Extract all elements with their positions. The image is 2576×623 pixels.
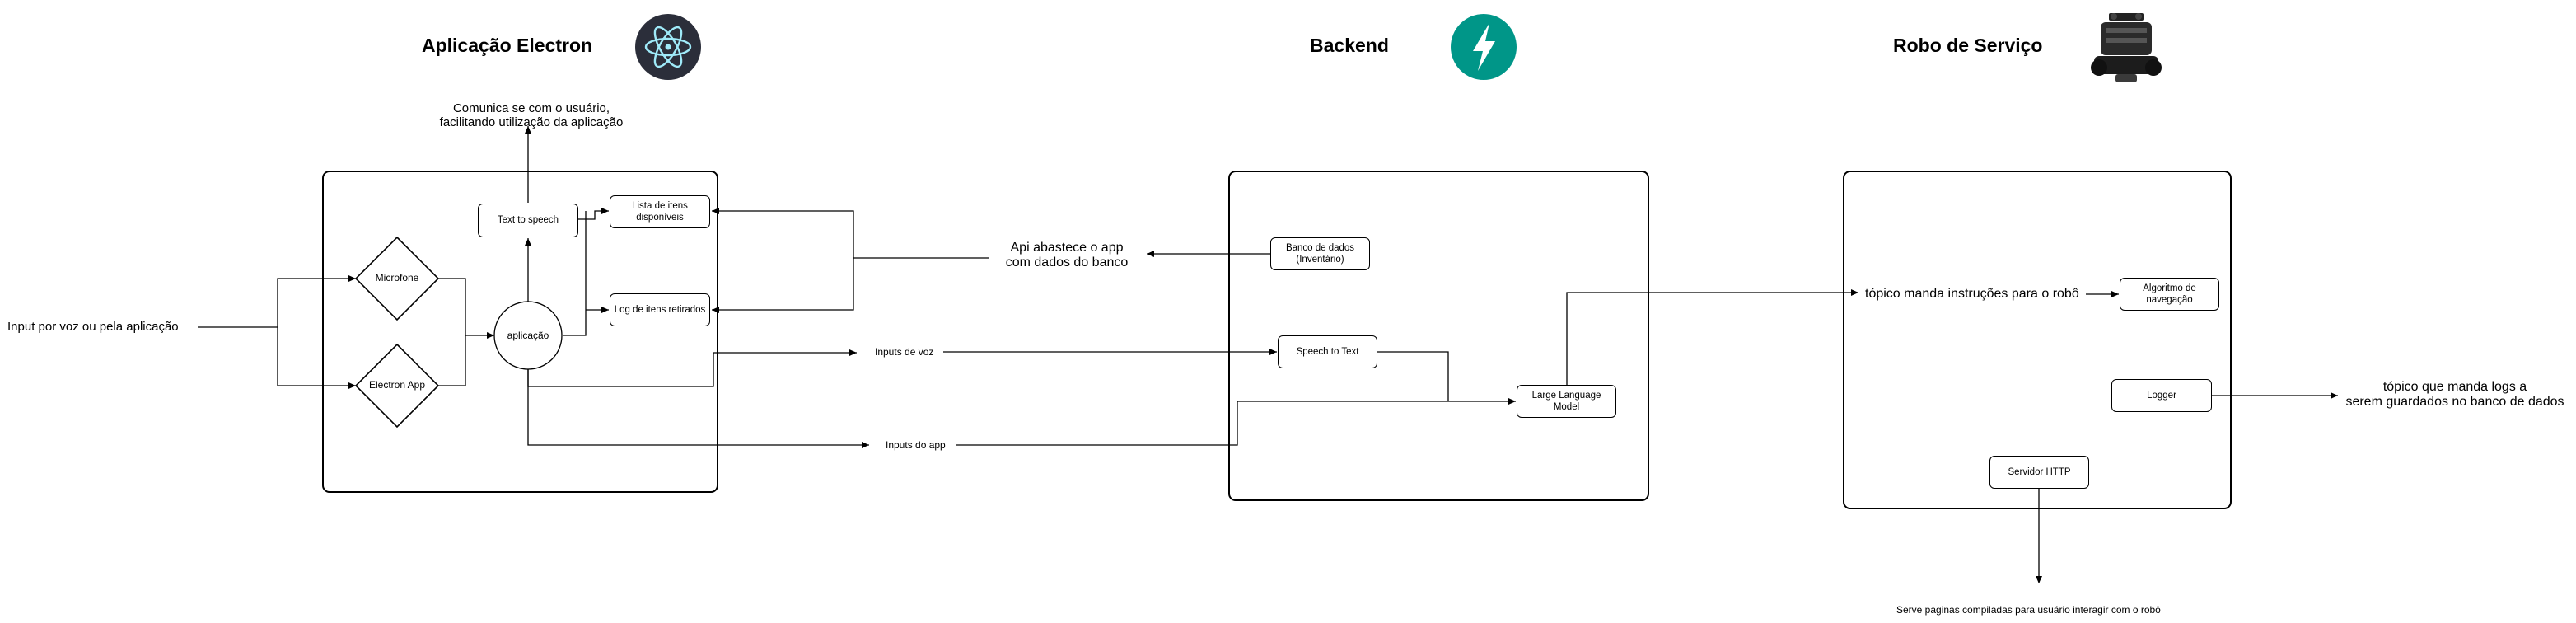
connector-input-split — [198, 275, 356, 328]
lista-itens-box: Lista de itens disponíveis — [610, 195, 710, 228]
microfone-label: Microfone — [375, 272, 419, 283]
llm-line2: Model — [1553, 402, 1580, 412]
lightning-bolt-icon — [1451, 14, 1517, 80]
connector-tts-lista — [578, 208, 609, 220]
servidor-http-box: Servidor HTTP — [1989, 456, 2089, 489]
connector-api-lista — [712, 208, 854, 258]
backend-section-title: Backend — [1310, 35, 1389, 56]
robot-section-container — [1843, 171, 2232, 509]
api-note-line1: Api abastece o app — [1010, 241, 1124, 255]
microfone-diamond — [354, 236, 440, 321]
speech-to-text-label: Speech to Text — [1296, 346, 1359, 357]
tts-user-note-line2: facilitando utilização da aplicação — [439, 115, 624, 129]
electron-app-diamond — [354, 343, 440, 429]
banco-dados-line2: (Inventário) — [1296, 255, 1344, 265]
banco-dados-label: Banco de dados (Inventário) — [1286, 242, 1354, 266]
connector-electronapp-aplicacao — [438, 335, 466, 386]
text-to-speech-label: Text to speech — [497, 215, 559, 226]
algoritmo-navegacao-box: Algoritmo de navegação — [2120, 278, 2219, 311]
llm-line1: Large Language — [1531, 390, 1601, 400]
tts-user-note: Comunica se com o usuário, facilitando u… — [428, 101, 634, 129]
connector-mic-aplicacao — [438, 278, 494, 339]
backend-section-container — [1228, 171, 1649, 501]
electron-section-container — [322, 171, 718, 493]
robot-icon — [2091, 13, 2162, 82]
electron-app-label: Electron App — [368, 379, 426, 391]
aplicacao-circle — [493, 301, 563, 370]
connector-app-llm — [956, 398, 1516, 446]
speech-to-text-box: Speech to Text — [1278, 335, 1377, 368]
connectors — [198, 126, 2338, 583]
lista-itens-line1: Lista de itens — [632, 200, 688, 211]
tts-user-note-line1: Comunica se com o usuário, — [452, 101, 610, 115]
log-itens-label: Log de itens retirados — [614, 304, 706, 315]
topico-logs-note-line2: serem guardados no banco de dados — [2345, 395, 2564, 409]
topico-logs-note: tópico que manda logs a serem guardados … — [2340, 380, 2570, 410]
logger-label: Logger — [2147, 390, 2176, 400]
banco-dados-line1: Banco de dados — [1285, 242, 1355, 253]
lista-itens-label: Lista de itens disponíveis — [632, 200, 688, 224]
inputs-app-label: Inputs do app — [886, 439, 946, 451]
topico-logs-note-line1: tópico que manda logs a — [2382, 380, 2527, 394]
api-note: Api abastece o app com dados do banco — [984, 241, 1149, 270]
connector-aplicacao-app — [527, 369, 869, 448]
inputs-voz-label: Inputs de voz — [875, 346, 934, 358]
robot-section-title: Robo de Serviço — [1893, 35, 2043, 56]
api-note-line2: com dados do banco — [1005, 255, 1129, 269]
input-note: Input por voz ou pela aplicação — [7, 320, 179, 334]
aplicacao-label: aplicação — [507, 330, 549, 341]
lista-itens-line2: disponíveis — [636, 213, 684, 222]
connector-input-electronapp — [277, 327, 356, 389]
connector-llm-topico — [1566, 289, 1858, 385]
servidor-http-label: Servidor HTTP — [2008, 466, 2071, 477]
log-itens-box: Log de itens retirados — [610, 293, 710, 326]
algoritmo-line1: Algoritmo de — [2143, 283, 2196, 293]
connector-stt-llm — [1377, 351, 1449, 401]
topico-instrucoes-note: tópico manda instruções para o robô — [1865, 287, 2079, 301]
algoritmo-line2: navegação — [2146, 295, 2193, 305]
servidor-http-note: Serve paginas compiladas para usuário in… — [1896, 604, 2161, 616]
algoritmo-navegacao-label: Algoritmo de navegação — [2143, 283, 2196, 307]
banco-dados-box: Banco de dados (Inventário) — [1270, 237, 1370, 270]
connector-api-log — [712, 258, 854, 313]
connector-aplicacao-log — [563, 211, 609, 336]
text-to-speech-box: Text to speech — [478, 204, 578, 237]
logger-box: Logger — [2111, 379, 2212, 412]
electron-section-title: Aplicação Electron — [422, 35, 593, 56]
electron-logo-icon — [635, 14, 701, 80]
